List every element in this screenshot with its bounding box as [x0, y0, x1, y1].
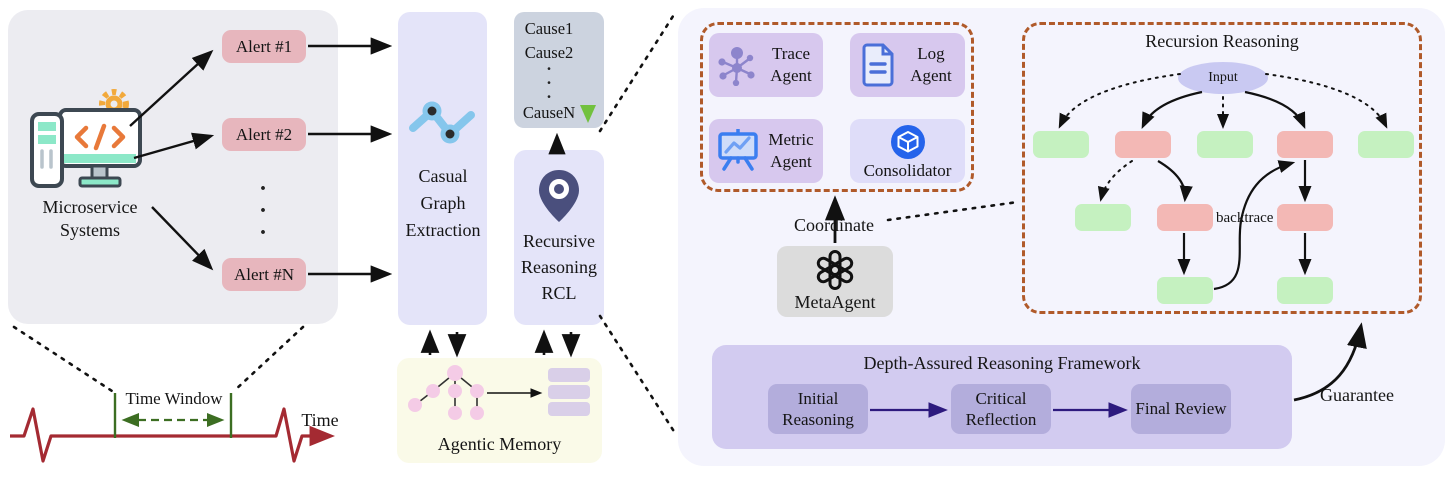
coordinate-label: Coordinate: [794, 215, 874, 235]
memory-store-bar: [548, 402, 590, 416]
consolidator-label: Consolidator: [863, 161, 952, 180]
causes-ellipsis-dots: . . .: [546, 55, 552, 102]
metric-agent-icon: [718, 129, 758, 171]
memory-store-bar: [548, 385, 590, 399]
graph-extraction-icon: [409, 101, 475, 144]
cause-2-label: Cause2: [524, 43, 574, 62]
initial-reasoning-step: Initial Reasoning: [768, 384, 868, 434]
alert-2-box: Alert #2: [222, 118, 306, 151]
openai-logo-icon: [816, 250, 854, 290]
log-agent-icon: [862, 43, 894, 87]
recursive-reasoning-rcl-label: Recursive Reasoning RCL: [521, 231, 597, 304]
backtrace-label: backtrace: [1216, 210, 1274, 226]
causal-graph-extraction-label: Casual Graph Extraction: [405, 166, 481, 240]
consolidator-icon: [891, 125, 925, 159]
reasoning-node-red: [1157, 204, 1213, 231]
agentic-memory-label: Agentic Memory: [437, 434, 562, 454]
reasoning-node-green: [1197, 131, 1253, 158]
reasoning-node-green: [1358, 131, 1414, 158]
recursion-reasoning-dashed-border: [1022, 22, 1422, 314]
framework-title: Depth-Assured Reasoning Framework: [863, 353, 1141, 373]
reasoning-node-green: [1075, 204, 1131, 231]
alerts-ellipsis-dots: . . .: [260, 170, 266, 240]
memory-store-bar: [548, 368, 590, 382]
reasoning-node-green: [1157, 277, 1213, 304]
alert-n-box: Alert #N: [222, 258, 306, 291]
location-pin-icon: [539, 170, 579, 222]
final-review-step: Final Review: [1131, 384, 1231, 434]
reasoning-node-red: [1115, 131, 1171, 158]
time-axis-label: Time: [301, 410, 339, 430]
microservice-systems-label: Microservice Systems: [42, 197, 138, 241]
heartbeat-waveform: [10, 407, 336, 463]
server-icon: [30, 112, 64, 188]
time-window-label: Time Window: [125, 389, 223, 408]
cause-n-label: CauseN: [522, 103, 576, 122]
meta-agent-box: [777, 246, 893, 317]
causal-graph-extraction-box: [398, 12, 487, 325]
trace-agent-icon: [718, 47, 755, 86]
reasoning-node-red: [1277, 131, 1333, 158]
agents-group-dashed-border: [700, 22, 974, 192]
critical-reflection-step: Critical Reflection: [951, 384, 1051, 434]
meta-agent-label: MetaAgent: [794, 292, 876, 312]
trace-agent-label: Trace Agent: [770, 44, 812, 86]
alert-1-box: Alert #1: [222, 30, 306, 63]
recursion-input-node: Input: [1178, 62, 1268, 94]
recursion-reasoning-title: Recursion Reasoning: [1145, 31, 1299, 51]
reasoning-node-green: [1033, 131, 1089, 158]
reasoning-node-green: [1277, 277, 1333, 304]
metric-agent-label: Metric Agent: [768, 130, 814, 172]
memory-graph-icon: [408, 365, 484, 420]
log-agent-label: Log Agent: [910, 44, 952, 86]
guarantee-label: Guarantee: [1320, 385, 1394, 405]
cause-1-label: Cause1: [524, 19, 574, 38]
microservice-system-icon: [30, 89, 142, 188]
